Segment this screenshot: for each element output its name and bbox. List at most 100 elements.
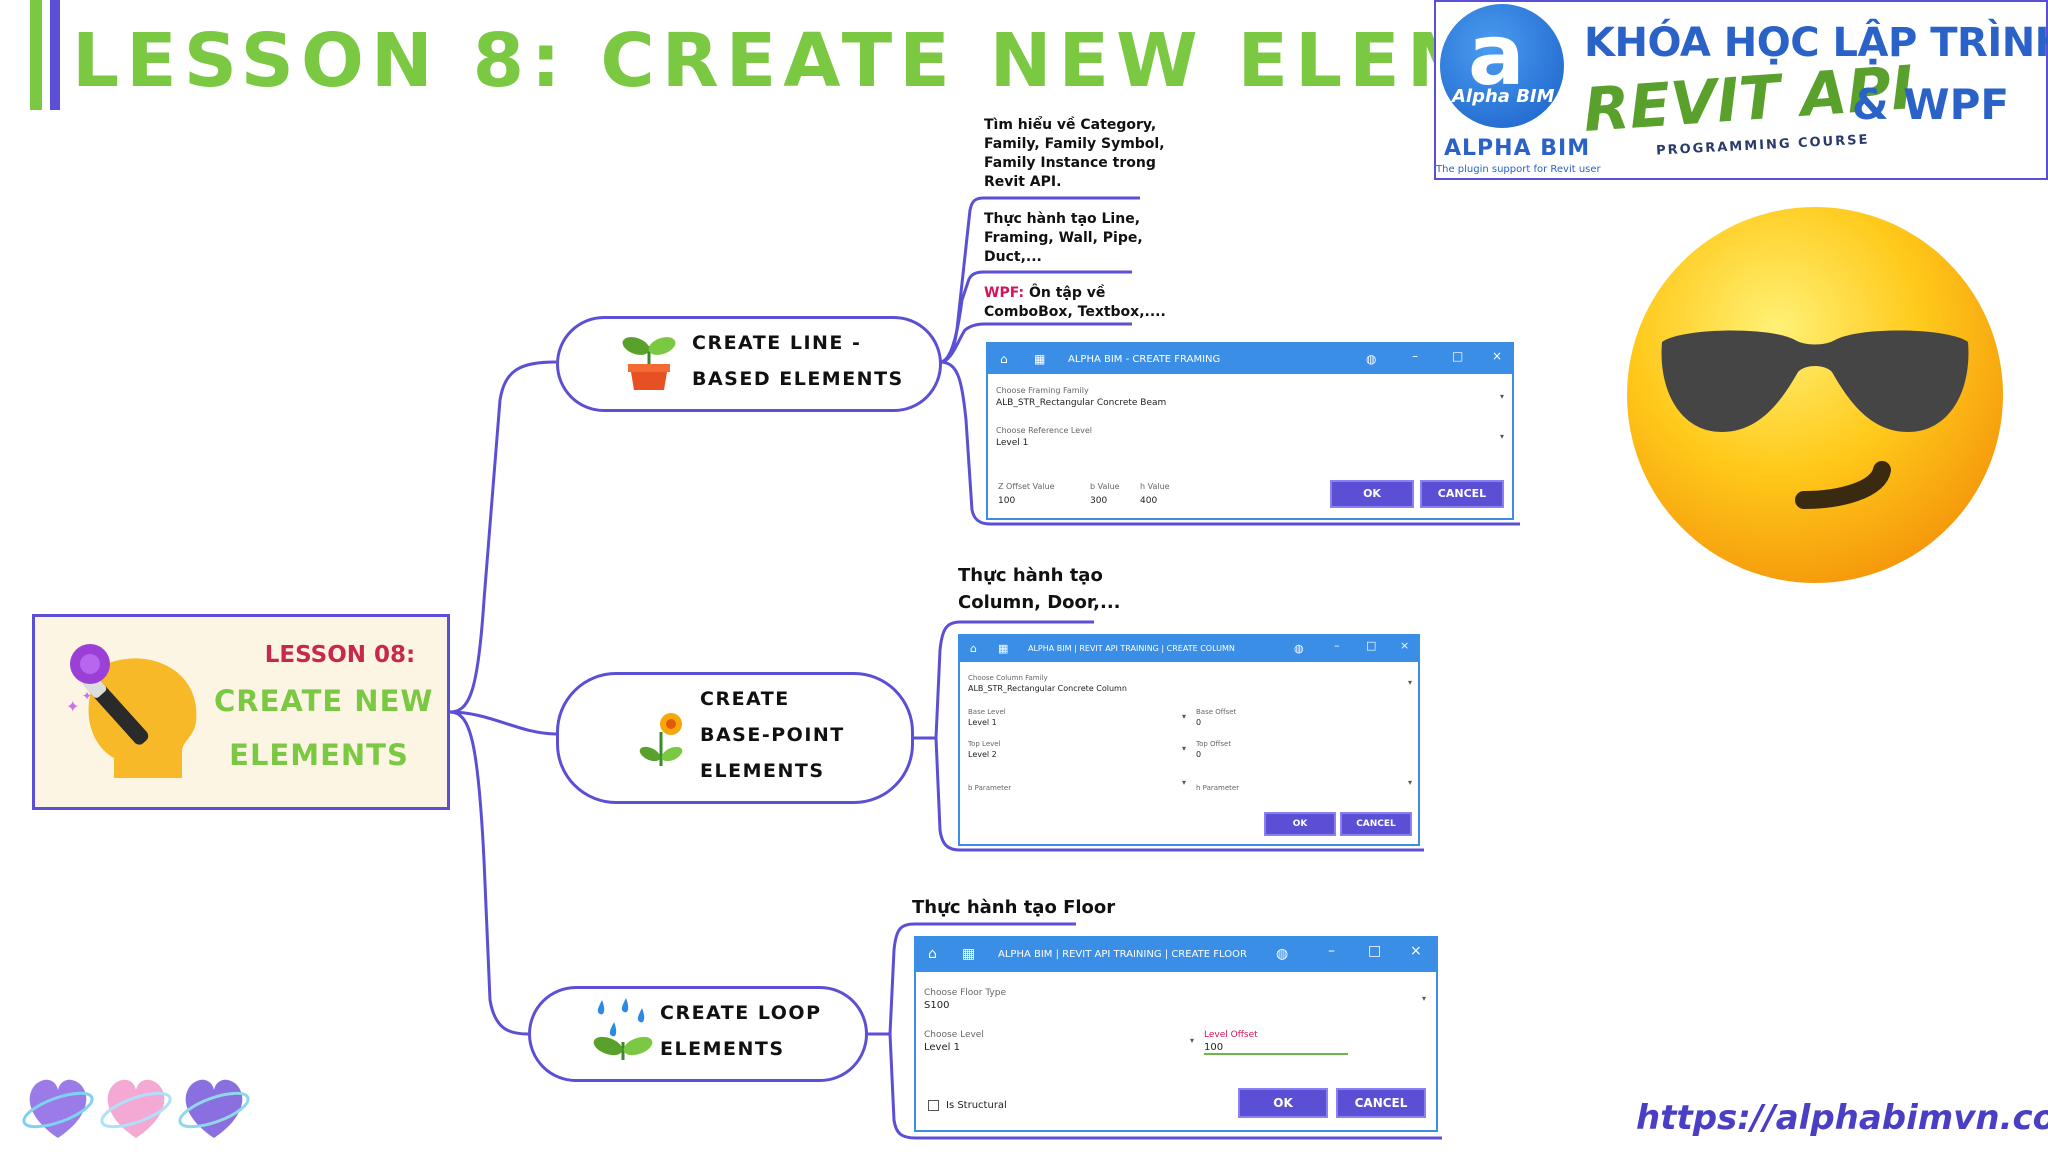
- base-level-select[interactable]: Level 1: [968, 718, 997, 727]
- level-offset-input[interactable]: 100: [1204, 1042, 1348, 1055]
- dialog-titlebar: [916, 938, 1436, 972]
- h-value-input[interactable]: 400: [1140, 496, 1158, 506]
- floor-type-select[interactable]: S100: [924, 1000, 950, 1011]
- topic1-line2: BASED ELEMENTS: [692, 368, 904, 390]
- close-icon[interactable]: ×: [1400, 639, 1410, 652]
- note-practice-line-framing: Thực hành tạo Line, Framing, Wall, Pipe,…: [984, 211, 1143, 265]
- course-title: KHÓA HỌC LẬP TRÌNH: [1584, 20, 2048, 66]
- base-offset-input[interactable]: 0: [1196, 718, 1202, 727]
- header-accent-bar-green: [30, 0, 42, 110]
- floor-type-label: Choose Floor Type: [924, 988, 1007, 998]
- dialog-titlebar: [960, 636, 1418, 662]
- column-family-label: Choose Column Family: [968, 674, 1048, 682]
- potted-plant-icon: [622, 337, 676, 390]
- wpf-label: WPF:: [984, 285, 1025, 301]
- cancel-button[interactable]: CANCEL: [1340, 812, 1412, 836]
- floor-level-select[interactable]: Level 1: [924, 1042, 960, 1053]
- topic3-line2: ELEMENTS: [660, 1038, 785, 1060]
- topic-line-based-elements: [556, 316, 942, 412]
- globe-icon[interactable]: ◍: [1294, 642, 1304, 655]
- close-icon[interactable]: ×: [1492, 349, 1503, 363]
- base-offset-label: Base Offset: [1196, 708, 1237, 716]
- close-icon[interactable]: ×: [1410, 943, 1422, 959]
- floor-level-label: Choose Level: [924, 1030, 984, 1040]
- topic2-line2: BASE-POINT: [700, 724, 845, 746]
- topic1-line1: CREATE LINE -: [692, 332, 862, 354]
- column-family-select[interactable]: ALB_STR_Rectangular Concrete Column: [968, 684, 1127, 693]
- cancel-button[interactable]: CANCEL: [1420, 480, 1504, 508]
- chevron-down-icon[interactable]: ▾: [1500, 432, 1505, 441]
- b-value-input[interactable]: 300: [1090, 496, 1108, 506]
- chevron-down-icon[interactable]: ▾: [1182, 712, 1187, 721]
- reference-level-select[interactable]: Level 1: [996, 438, 1029, 448]
- h-parameter-select[interactable]: h Parameter: [1196, 784, 1240, 792]
- chevron-down-icon[interactable]: ▾: [1182, 778, 1187, 787]
- ok-button[interactable]: OK: [1264, 812, 1336, 836]
- logo-mark: a: [1468, 6, 1525, 104]
- ok-button[interactable]: OK: [1238, 1088, 1328, 1118]
- topic3-line1: CREATE LOOP: [660, 1002, 822, 1024]
- dialog-title: ALPHA BIM - CREATE FRAMING: [1068, 354, 1221, 365]
- hearts-decoration-icon: [22, 1079, 250, 1138]
- svg-text:✦: ✦: [66, 697, 79, 716]
- center-lesson-number: LESSON 08:: [264, 642, 416, 668]
- chevron-down-icon[interactable]: ▾: [1408, 678, 1413, 687]
- topic-loop-elements: [528, 986, 868, 1082]
- minimize-icon[interactable]: –: [1412, 349, 1418, 363]
- framing-family-label: Choose Framing Family: [996, 386, 1089, 395]
- grid-icon[interactable]: ▦: [998, 642, 1009, 655]
- is-structural-checkbox[interactable]: [928, 1100, 939, 1111]
- maximize-icon[interactable]: □: [1368, 943, 1382, 959]
- watering-sprout-icon: [593, 998, 653, 1060]
- center-title-line2: ELEMENTS: [229, 738, 409, 772]
- website-link[interactable]: https://alphabimvn.com: [1636, 1098, 2048, 1138]
- globe-icon[interactable]: ◍: [1366, 352, 1377, 366]
- chevron-down-icon[interactable]: ▾: [1182, 744, 1187, 753]
- minimize-icon[interactable]: –: [1328, 943, 1335, 959]
- b-value-label: b Value: [1090, 482, 1120, 491]
- home-icon[interactable]: ⌂: [970, 642, 977, 655]
- top-offset-input[interactable]: 0: [1196, 750, 1202, 759]
- chevron-down-icon[interactable]: ▾: [1500, 392, 1505, 401]
- is-structural-label: Is Structural: [946, 1100, 1007, 1111]
- chevron-down-icon[interactable]: ▾: [1190, 1036, 1195, 1045]
- dialog-create-floor: ⌂ ▦ ALPHA BIM | REVIT API TRAINING | CRE…: [914, 936, 1438, 1132]
- header-accent-bar-purple: [50, 0, 60, 110]
- home-icon[interactable]: ⌂: [1000, 352, 1008, 366]
- chevron-down-icon[interactable]: ▾: [1422, 994, 1427, 1003]
- ok-button[interactable]: OK: [1330, 480, 1414, 508]
- alpha-bim-logo-icon: [1440, 4, 1564, 128]
- dialog-title: ALPHA BIM | REVIT API TRAINING | CREATE …: [998, 949, 1247, 960]
- b-parameter-select[interactable]: b Parameter: [968, 784, 1012, 792]
- dialog-titlebar: [988, 344, 1512, 374]
- home-icon[interactable]: ⌂: [928, 946, 937, 962]
- globe-icon[interactable]: ◍: [1276, 946, 1289, 962]
- level-offset-label: Level Offset: [1204, 1030, 1258, 1040]
- z-offset-label: Z Offset Value: [998, 482, 1055, 491]
- minimize-icon[interactable]: –: [1334, 639, 1340, 652]
- dialog-create-framing: ⌂ ▦ ALPHA BIM - CREATE FRAMING ◍ – □ × C…: [986, 342, 1514, 520]
- z-offset-input[interactable]: 100: [998, 496, 1016, 506]
- reference-level-label: Choose Reference Level: [996, 426, 1093, 435]
- grid-icon[interactable]: ▦: [962, 946, 976, 962]
- dialog-title: ALPHA BIM | REVIT API TRAINING | CREATE …: [1028, 644, 1235, 653]
- maximize-icon[interactable]: □: [1366, 639, 1377, 652]
- note-practice-column-door: Thực hành tạo Column, Door,...: [958, 565, 1121, 613]
- head-magic-wand-icon: ✦ ✦: [66, 644, 197, 778]
- svg-text:✦: ✦: [82, 689, 92, 703]
- dialog-create-column: ⌂ ▦ ALPHA BIM | REVIT API TRAINING | CRE…: [958, 634, 1420, 846]
- top-level-select[interactable]: Level 2: [968, 750, 997, 759]
- top-level-label: Top Level: [968, 740, 1001, 748]
- cancel-button[interactable]: CANCEL: [1336, 1088, 1426, 1118]
- note-wpf-review: WPF: Ôn tập về ComboBox, Textbox,....: [984, 285, 1166, 320]
- chevron-down-icon[interactable]: ▾: [1408, 778, 1413, 787]
- topic-base-point-elements: [556, 672, 914, 804]
- logo-tagline: The plugin support for Revit user: [1436, 164, 1601, 175]
- note-category-family: Tìm hiểu về Category, Family, Family Sym…: [984, 117, 1165, 190]
- maximize-icon[interactable]: □: [1452, 349, 1464, 363]
- topic2-line1: CREATE: [700, 688, 790, 710]
- grid-icon[interactable]: ▦: [1034, 352, 1046, 366]
- framing-family-select[interactable]: ALB_STR_Rectangular Concrete Beam: [996, 398, 1167, 408]
- sprout-flower-icon: [639, 713, 683, 766]
